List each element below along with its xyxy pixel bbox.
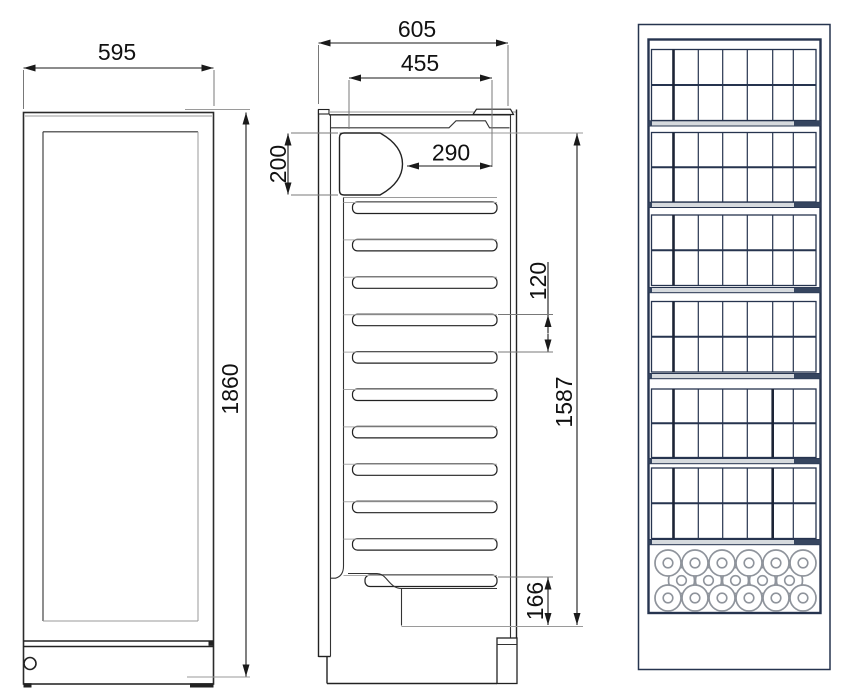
floor-step — [376, 572, 402, 590]
bottle-neck — [797, 557, 809, 569]
side-shelf — [351, 238, 498, 252]
bottle-neck — [675, 574, 688, 587]
bottle-neck — [770, 557, 782, 569]
shelf-bar-end-cap — [794, 202, 821, 208]
side-shelf — [351, 463, 498, 476]
dim-overall-height: 1860 — [185, 108, 250, 678]
bottle-neck — [756, 574, 769, 587]
interior-liner — [647, 38, 822, 615]
right-foot — [190, 683, 214, 688]
side-shelf — [351, 201, 498, 215]
bottle-stack — [654, 549, 817, 612]
bottle-neck — [743, 592, 755, 604]
shelf-bar-end-cap — [794, 373, 821, 379]
rear-foot — [496, 637, 518, 685]
dim-label-overall-width: 595 — [98, 39, 136, 65]
liner-front — [330, 197, 345, 579]
dim-base-height: 166 — [498, 576, 553, 625]
side-shelf — [351, 351, 498, 364]
interior-front-view — [637, 23, 831, 671]
side-shelf — [351, 276, 498, 289]
cabinet-outline — [22, 111, 215, 685]
bottle-neck — [770, 592, 782, 604]
dim-label-shelf-depth: 290 — [432, 140, 470, 166]
shelf-bar-end-cap — [648, 287, 652, 293]
rack-sections — [650, 48, 817, 540]
bottle-neck — [716, 592, 728, 604]
shelf-bar-end-cap — [648, 120, 652, 126]
dim-interior-height: 1587 — [551, 133, 581, 625]
dimensions: 595 1860 605 455 290 — [23, 16, 581, 678]
left-foot — [23, 683, 32, 688]
ceiling-duct — [330, 120, 510, 129]
shelf-bar-end-cap — [794, 458, 821, 464]
dim-interior-depth: 455 — [348, 50, 493, 167]
evaporator-box — [338, 132, 404, 196]
shelf-bar-end-cap — [794, 120, 821, 126]
bottle-neck — [716, 557, 728, 569]
side-shelf — [351, 425, 498, 439]
dim-label-interior-height: 1587 — [551, 376, 577, 427]
bottle-neck — [797, 592, 809, 604]
bottle-neck — [729, 574, 742, 587]
door-lock — [23, 656, 37, 671]
side-shelf — [351, 537, 498, 551]
bottle-neck — [689, 592, 701, 604]
side-shelf — [351, 500, 498, 514]
rack-section — [650, 300, 817, 373]
side-shelf — [351, 313, 498, 327]
bottle-neck — [743, 557, 755, 569]
dim-overall-width: 595 — [23, 39, 215, 109]
dim-label-base-height: 166 — [522, 582, 548, 620]
shelf-bar-end-cap — [648, 539, 652, 545]
rack-section — [650, 214, 817, 287]
side-shelf — [351, 388, 498, 402]
bottle-neck — [662, 557, 674, 569]
shelf-bar-end-cap — [794, 287, 821, 293]
bottle-neck — [689, 557, 701, 569]
bottle-neck — [783, 574, 796, 587]
door-top-cap — [317, 108, 330, 115]
bottle-neck — [702, 574, 715, 587]
hinge-cover — [471, 108, 515, 116]
hinge-mark — [208, 640, 214, 646]
dim-label-top-section-height: 200 — [265, 145, 291, 183]
bottle-neck — [662, 592, 674, 604]
dim-overall-depth: 605 — [318, 16, 509, 106]
shelf-bars — [648, 120, 821, 546]
dim-label-overall-depth: 605 — [398, 16, 436, 42]
glass-door — [42, 131, 199, 622]
rack-section — [650, 388, 817, 459]
dim-label-shelf-spacing: 120 — [525, 262, 551, 300]
shelf-bar-end-cap — [648, 458, 652, 464]
side-shelves — [343, 201, 498, 588]
dim-shelf-depth: 290 — [407, 140, 492, 170]
shelf-bar-end-cap — [648, 202, 652, 208]
shelf-bar-end-cap — [794, 539, 821, 545]
dim-label-interior-depth: 455 — [401, 50, 439, 76]
shelf-bar-end-cap — [648, 373, 652, 379]
front-view — [22, 111, 215, 688]
dim-label-overall-height: 1860 — [217, 363, 243, 414]
dim-shelf-spacing: 120 — [498, 262, 553, 353]
side-view — [317, 108, 583, 685]
dim-top-section-height: 200 — [265, 132, 338, 196]
rack-section — [650, 467, 817, 540]
